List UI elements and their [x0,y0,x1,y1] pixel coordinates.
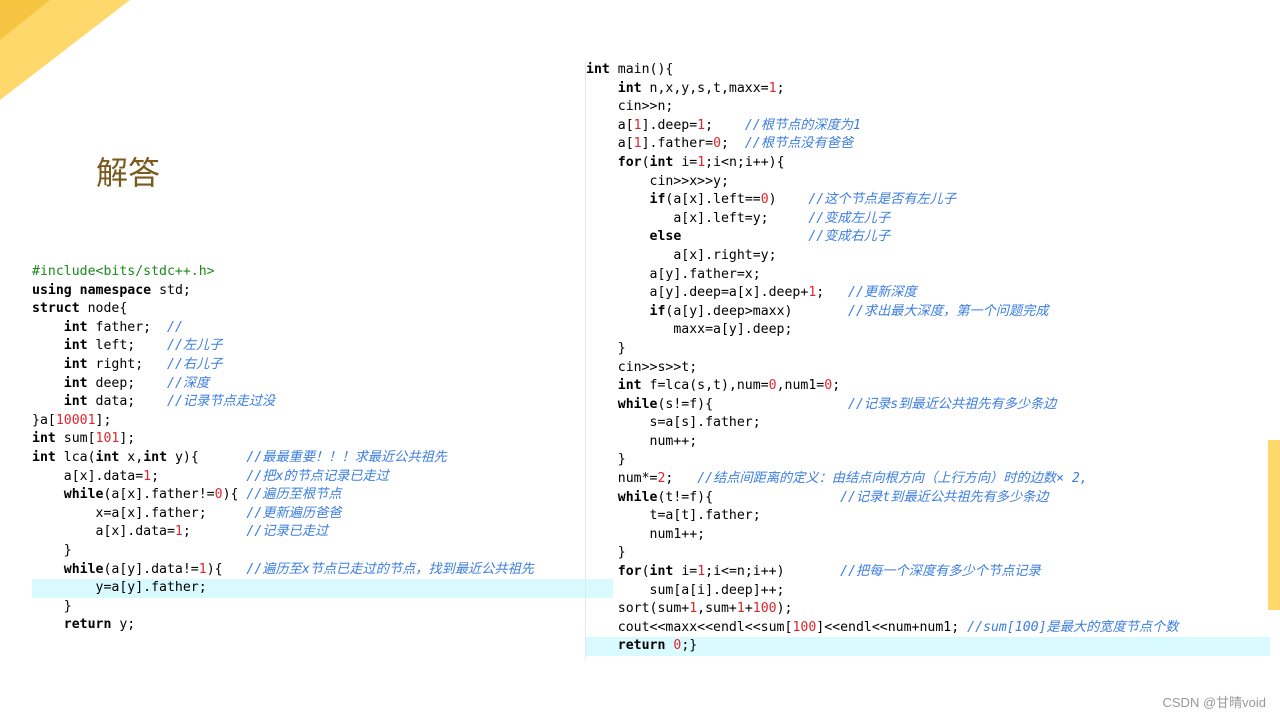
code-line: a[y].father=x; [586,266,761,282]
code-line: num++; [586,433,698,449]
code-line: } [586,545,626,561]
code-line: a[1].deep=1; //根节点的深度为1 [586,117,861,133]
code-line: cin>>x>>y; [586,173,729,189]
code-line: cin>>s>>t; [586,359,698,375]
code-line: } [32,598,72,614]
code-line: return y; [63,617,136,633]
code-line: t=a[t].father; [586,508,761,524]
code-panel-lca: #include<bits/stdc++.h> using namespace s… [32,263,613,635]
code-line: num*=2; //结点间距离的定义：由结点向根方向（上行方向）时的边数× 2, [586,471,1088,487]
slide-title: 解答 [96,154,161,192]
code-line: else //变成右儿子 [649,229,891,245]
code-line: int f=lca(s,t),num=0,num1=0; [617,378,841,394]
code-line: while(s!=f){ //记录s到最近公共祖先有多少条边 [617,396,1057,412]
code-line: for(int i=1;i<=n;i++) //把每一个深度有多少个节点记录 [617,564,1041,580]
code-line: y=a[y].father; [32,579,613,598]
code-line: }a[10001]; [32,412,112,428]
code-line: a[x].data=1; //把x的节点记录已走过 [32,468,389,484]
code-line: #include<bits/stdc++.h> [32,264,215,279]
code-line: a[y].deep=a[x].deep+1; //更新深度 [586,285,917,301]
code-line: cin>>n; [586,99,674,115]
code-line: } [586,340,626,356]
code-line: struct node{ [32,301,128,317]
code-line: while(a[x].father!=0){ //遍历至根节点 [63,487,342,503]
code-line: a[1].father=0; //根节点没有爸爸 [586,136,854,152]
code-line: num1++; [586,526,706,542]
right-edge-decoration [1268,440,1280,610]
code-panel-main: int main(){ int n,x,y,s,t,maxx=1; cin>>n… [585,61,1270,659]
code-line: using namespace std; [32,282,191,298]
code-line: } [32,542,72,558]
code-line: int sum[101]; [32,431,136,447]
code-line: int father; // [63,319,183,335]
code-line: x=a[x].father; //更新遍历爸爸 [32,505,342,521]
corner-decoration-accent [0,0,50,40]
code-line: while(t!=f){ //记录t到最近公共祖先有多少条边 [617,489,1049,505]
code-line: int lca(int x,int y){ //最最重要！！！求最近公共祖先 [32,449,447,465]
code-line: s=a[s].father; [586,415,761,431]
code-line: maxx=a[y].deep; [586,322,793,338]
code-line: if(a[y].deep>maxx) //求出最大深度，第一个问题完成 [649,303,1049,319]
code-line: sort(sum+1,sum+1+100); [586,601,793,617]
code-line: int right; //右儿子 [63,356,223,372]
code-line: int data; //记录节点走过没 [63,394,276,410]
code-line: return 0;} [586,637,1270,656]
code-line: if(a[x].left==0) //这个节点是否有左儿子 [649,192,957,208]
code-line: int n,x,y,s,t,maxx=1; [617,80,785,96]
code-line: int deep; //深度 [63,375,210,391]
code-line: a[x].left=y; //变成左儿子 [586,210,891,226]
code-line: } [586,452,626,468]
code-line: a[x].data=1; //记录已走过 [32,524,329,540]
code-line: int main(){ [586,62,674,77]
code-line: cout<<maxx<<endl<<sum[100]<<endl<<num+nu… [586,619,1179,635]
code-line: int left; //左儿子 [63,338,223,354]
watermark: CSDN @甘晴void [1162,695,1267,710]
code-line: for(int i=1;i<n;i++){ [617,154,785,170]
code-line: a[x].right=y; [586,247,777,263]
code-line: while(a[y].data!=1){ //遍历至x节点已走过的节点，找到最近… [63,561,534,577]
code-line: sum[a[i].deep]++; [586,582,785,598]
